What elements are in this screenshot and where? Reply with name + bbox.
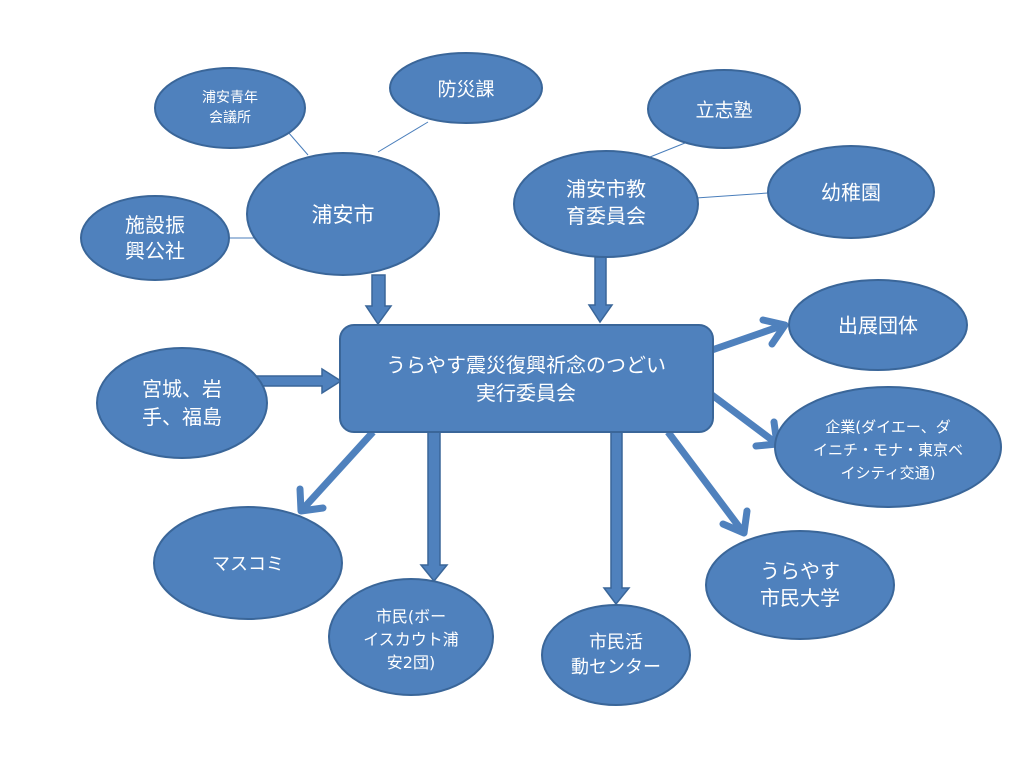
node-masukomi: マスコミ [153,506,343,620]
node-urayasu-city: 浦安市 [246,152,440,276]
svg-text:立志塾: 立志塾 [695,100,752,122]
arrow-head-masukomi [296,485,327,515]
connector-seinen-city [287,131,309,156]
node-shimin: 市民(ボーイスカウト浦安2団) [328,578,494,696]
arrow-center-to-kigyo [709,392,779,446]
node-kigyo: 企業(ダイエー、ダイニチ・モナ・東京ベイシティ交通) [774,386,1002,508]
node-shisetsu: 施設振興公社 [80,195,230,281]
svg-text:浦安市教育委員会: 浦安市教育委員会 [566,177,646,228]
node-risshi: 立志塾 [647,69,801,149]
node-miyagi: 宮城、岩手、福島 [96,347,268,459]
node-urayasu-seinen: 浦安青年会議所 [154,67,306,149]
svg-text:浦安市: 浦安市 [312,203,375,227]
svg-text:防災課: 防災課 [437,79,494,101]
arrow-head-shutten [759,316,789,348]
svg-text:幼稚園: 幼稚園 [821,181,881,205]
arrow-center-to-katsudo [602,429,631,606]
connector-yochien-kyoiku [695,192,769,199]
arrow-head-daigaku [719,507,751,537]
arrow-kyoiku-to-center [587,256,614,324]
node-katsudo: 市民活動センター [541,604,691,706]
svg-text:浦安青年会議所: 浦安青年会議所 [202,90,258,126]
svg-text:出展団体: 出展団体 [838,314,918,338]
svg-text:宮城、岩手、福島: 宮城、岩手、福島 [142,377,222,429]
arrow-center-to-daigaku [665,429,746,535]
node-shutten: 出展団体 [788,279,968,371]
node-yochien: 幼稚園 [767,145,935,239]
node-daigaku: うらやす市民大学 [705,530,895,640]
node-center: うらやす震災復興祈念のつどい実行委員会 [339,324,714,433]
arrow-city-to-center [364,274,393,326]
svg-text:マスコミ: マスコミ [212,554,284,575]
svg-text:市民活動センター: 市民活動センター [571,632,661,678]
arrow-center-to-shutten [710,321,786,354]
connector-risshi-kyoiku [649,142,686,158]
arrow-center-to-masukomi [299,429,376,513]
connector-bosai-city [377,121,429,153]
svg-text:うらやす震災復興祈念のつどい実行委員会: うらやす震災復興祈念のつどい実行委員会 [386,353,666,405]
svg-text:市民(ボーイスカウト浦安2団): 市民(ボーイスカウト浦安2団) [363,607,459,672]
node-kyoiku: 浦安市教育委員会 [513,150,699,258]
svg-text:企業(ダイエー、ダイニチ・モナ・東京ベイシティ交通): 企業(ダイエー、ダイニチ・モナ・東京ベイシティ交通) [813,418,963,482]
svg-text:施設振興公社: 施設振興公社 [125,213,185,263]
node-bosai: 防災課 [389,52,543,124]
arrow-center-to-shimin [419,429,449,583]
svg-text:うらやす市民大学: うらやす市民大学 [760,559,840,610]
